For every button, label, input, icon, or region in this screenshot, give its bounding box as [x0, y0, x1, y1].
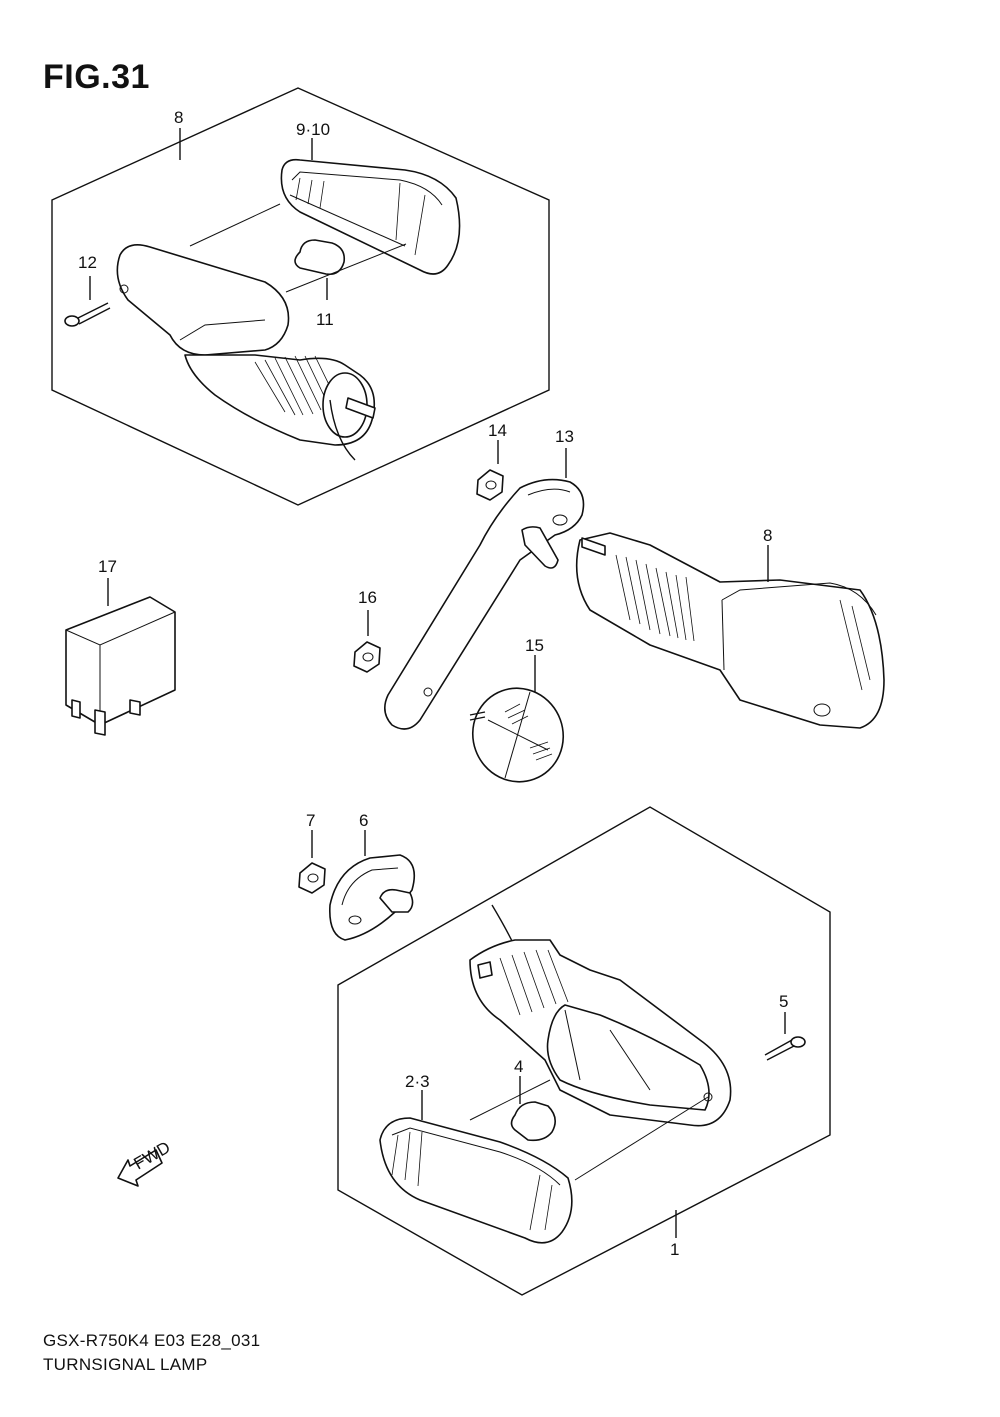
assembly-boundary-top	[51, 87, 550, 506]
turnsignal-housing-bottom	[469, 904, 732, 1127]
lens-9-10	[280, 158, 461, 275]
bracket-6	[328, 830, 416, 941]
screw-5	[764, 1012, 806, 1061]
turnsignal-housing-top	[116, 244, 376, 461]
callout-14: 14	[488, 421, 507, 440]
screw-12	[64, 276, 111, 327]
lens-2-3	[379, 1090, 573, 1244]
callout-15: 15	[525, 636, 544, 655]
callout-1: 1	[670, 1240, 679, 1259]
callout-12: 12	[78, 253, 97, 272]
bulb-4	[510, 1076, 556, 1142]
relay-17	[65, 578, 176, 736]
bracket-13	[384, 448, 585, 730]
assembly-boundary-bottom	[337, 806, 831, 1296]
callout-2-3: 2·3	[405, 1072, 430, 1091]
callout-8-top: 8	[174, 108, 183, 127]
callout-13: 13	[555, 427, 574, 446]
diagram-name: TURNSIGNAL LAMP	[43, 1355, 208, 1374]
callout-4: 4	[514, 1057, 523, 1076]
nut-16	[353, 610, 381, 673]
model-code: GSX-R750K4 E03 E28_031	[43, 1331, 261, 1350]
callout-7: 7	[306, 811, 315, 830]
callout-8-mid: 8	[763, 526, 772, 545]
callout-6: 6	[359, 811, 368, 830]
callout-11: 11	[316, 310, 334, 329]
forward-arrow-icon: FWD	[117, 1138, 174, 1187]
nut-7	[298, 830, 326, 894]
nut-14	[476, 440, 504, 501]
callout-5: 5	[779, 992, 788, 1011]
turnsignal-housing-mid	[575, 532, 885, 729]
reflector-15	[469, 655, 565, 783]
callout-9-10: 9·10	[296, 120, 330, 139]
figure-title: FIG.31	[43, 58, 150, 96]
callout-17: 17	[98, 557, 117, 576]
callout-16: 16	[358, 588, 377, 607]
bulb-11	[294, 239, 346, 300]
